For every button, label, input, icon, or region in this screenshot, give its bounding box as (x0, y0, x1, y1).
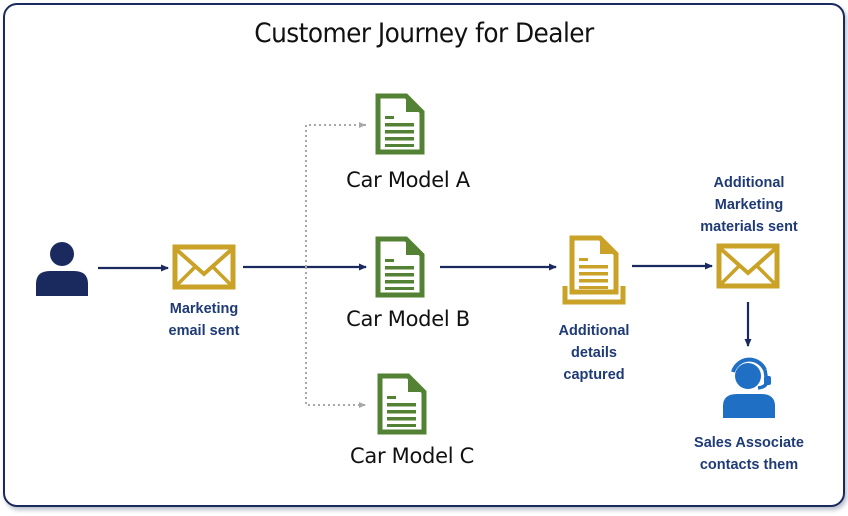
sales-associate-label: Sales Associate contacts them (676, 432, 822, 476)
label-line: captured (563, 367, 625, 383)
label-line: materials sent (700, 219, 798, 235)
edge-email-to-model-a (305, 122, 366, 267)
label-line: Marketing (714, 197, 784, 213)
diagram-title: Customer Journey for Dealer (254, 18, 594, 49)
document-icon (375, 93, 425, 155)
person-icon (36, 242, 88, 296)
document-icon (377, 373, 427, 435)
label-line: Additional (713, 175, 785, 191)
car-model-c-label: Car Model C (350, 444, 474, 468)
car-model-a-label: Car Model A (346, 168, 470, 192)
label-line: Marketing (169, 301, 239, 317)
additional-details-label: Additional details captured (538, 320, 650, 386)
label-line: details (571, 345, 617, 361)
envelope-icon (716, 243, 780, 289)
label-line: Sales Associate (694, 435, 804, 451)
envelope-icon (172, 244, 236, 290)
label-line: contacts them (699, 457, 799, 473)
document-tray-icon (562, 235, 626, 305)
additional-marketing-label: Additional Marketing materials sent (682, 172, 816, 238)
car-model-b-label: Car Model B (346, 307, 470, 331)
label-line: Additional (558, 323, 630, 339)
marketing-email-label: Marketing email sent (148, 298, 260, 342)
edge-email-to-model-c (305, 267, 366, 408)
label-line: email sent (168, 323, 240, 339)
document-icon (375, 236, 425, 298)
headset-person-icon (723, 357, 775, 418)
